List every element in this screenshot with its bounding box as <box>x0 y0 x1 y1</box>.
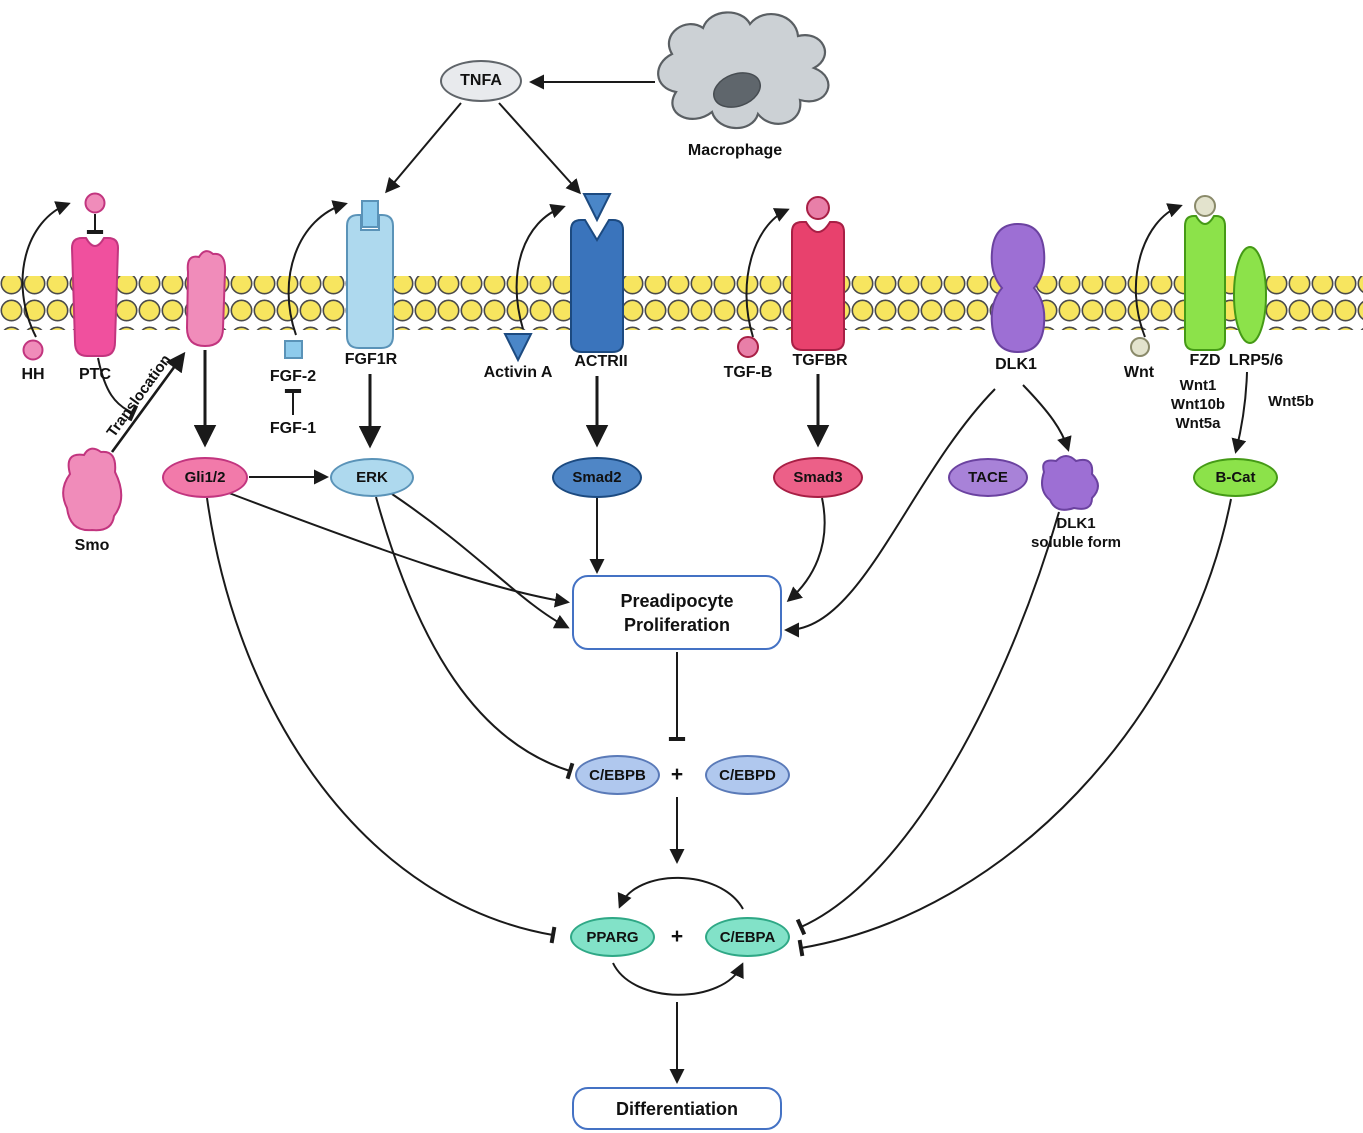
node-bcat: B-Cat <box>1193 458 1278 497</box>
fgf2-ligand-icon <box>284 340 303 359</box>
node-cebpa: C/EBPA <box>705 917 790 957</box>
edge-gli-pparg-inhibition <box>206 497 557 944</box>
activin-label: Activin A <box>483 364 553 381</box>
edge-smad3-proliferation-arrow <box>786 497 826 602</box>
actrii-receptor <box>570 219 624 353</box>
node-cebpb: C/EBPB <box>575 755 660 795</box>
edge-bcat-cebpa-inhibition <box>797 498 1232 957</box>
macrophage-nucleus <box>713 72 761 108</box>
node-gli: Gli1/2 <box>162 457 248 498</box>
tgfb-ligand-bound-icon <box>806 196 830 220</box>
node-smad3: Smad3 <box>773 457 863 498</box>
fzd-receptor <box>1184 215 1226 351</box>
plus-sign-ppar: + <box>670 925 684 948</box>
wnt5b-label: Wnt5b <box>1268 393 1314 410</box>
smo-membrane-shape <box>185 250 227 348</box>
wnt-ligand-bound-icon <box>1194 195 1216 217</box>
edge-dlk1-soluble-arrow <box>1022 384 1072 452</box>
differentiation-box: Differentiation <box>572 1087 782 1130</box>
fgf2-label: FGF-2 <box>269 368 317 385</box>
fgf1r-receptor <box>346 214 394 349</box>
fgf-ligand-bound-icon <box>361 200 379 228</box>
node-erk: ERK <box>330 458 414 497</box>
macrophage-label: Macrophage <box>687 142 783 159</box>
activin-ligand-icon <box>503 333 533 363</box>
membrane-inner-leaflet <box>0 303 1363 330</box>
edge-activin-actrii-arrow <box>515 204 566 330</box>
activin-ligand-bound-icon <box>582 193 612 223</box>
tgfb-ligand-icon <box>737 336 759 358</box>
tgfb-label: TGF-B <box>723 364 773 381</box>
hh-ligand-bound-icon <box>84 192 106 214</box>
tgfbr-receptor <box>791 221 845 351</box>
edge-smo-translocation-arrow <box>110 351 186 453</box>
edge-cebpa-pparg-cycle-top <box>617 876 744 910</box>
edge-tgfb-tgfbr-arrow <box>745 208 790 338</box>
actrii-label: ACTRII <box>574 353 628 370</box>
ptc-label: PTC <box>79 366 111 383</box>
edge-pparg-cebpa-cycle-bottom <box>612 962 744 996</box>
hh-ligand-icon <box>22 339 44 361</box>
wnt5a-label: Wnt5a <box>1175 415 1221 432</box>
fgf1r-label: FGF1R <box>344 351 398 368</box>
tgfbr-label: TGFBR <box>792 352 848 369</box>
lrp56-receptor <box>1233 246 1267 344</box>
edge-wnt-bcat-arrow <box>1231 371 1248 454</box>
node-cebpd: C/EBPD <box>705 755 790 795</box>
plus-sign-cebp: + <box>670 763 684 786</box>
wnt-ligand-icon <box>1130 337 1150 357</box>
edge-tnfa-actrii-arrow <box>498 102 582 195</box>
wnt-label: Wnt <box>1123 364 1155 381</box>
edge-soluble-dlk1-cebpa-inhibition <box>795 511 1060 936</box>
edge-erk-cebpb-inhibition <box>375 496 575 780</box>
wnt10b-label: Wnt10b <box>1170 396 1226 413</box>
smo-label: Smo <box>74 537 110 554</box>
edge-tnfa-fgf1r-arrow <box>385 102 462 194</box>
edge-fgf2-fgf1r-arrow <box>287 200 348 336</box>
ptc-receptor <box>70 237 120 357</box>
edge-ptc-smo-inhibition <box>97 357 139 422</box>
hh-label: HH <box>21 366 45 383</box>
edge-gli-proliferation-arrow <box>228 492 570 608</box>
node-tnfa: TNFA <box>440 60 522 102</box>
edge-dlk1-proliferation-arrow <box>784 388 996 638</box>
node-tace: TACE <box>948 458 1028 497</box>
dlk1-soluble-shape <box>1041 455 1099 511</box>
edge-wnt-fzd-arrow <box>1134 203 1183 338</box>
lrp56-label: LRP5/6 <box>1228 352 1284 369</box>
wnt-ligand-list: Wnt1 Wnt10b Wnt5a <box>1171 376 1225 433</box>
smo-cytoplasmic-shape <box>62 447 123 532</box>
macrophage-cell-shape <box>657 11 830 130</box>
fgf1-label: FGF-1 <box>269 420 317 437</box>
dlk1-label: DLK1 <box>995 356 1037 373</box>
node-pparg: PPARG <box>570 917 655 957</box>
fzd-label: FZD <box>1189 352 1221 369</box>
dlk1-receptor <box>990 222 1046 354</box>
wnt1-label: Wnt1 <box>1179 377 1217 394</box>
dlk1-soluble-label: DLK1 soluble form <box>1030 515 1122 551</box>
proliferation-box: Preadipocyte Proliferation <box>572 575 782 650</box>
node-smad2: Smad2 <box>552 457 642 498</box>
edge-hh-binding-arrow <box>21 201 71 338</box>
edge-erk-proliferation-arrow <box>391 493 570 629</box>
